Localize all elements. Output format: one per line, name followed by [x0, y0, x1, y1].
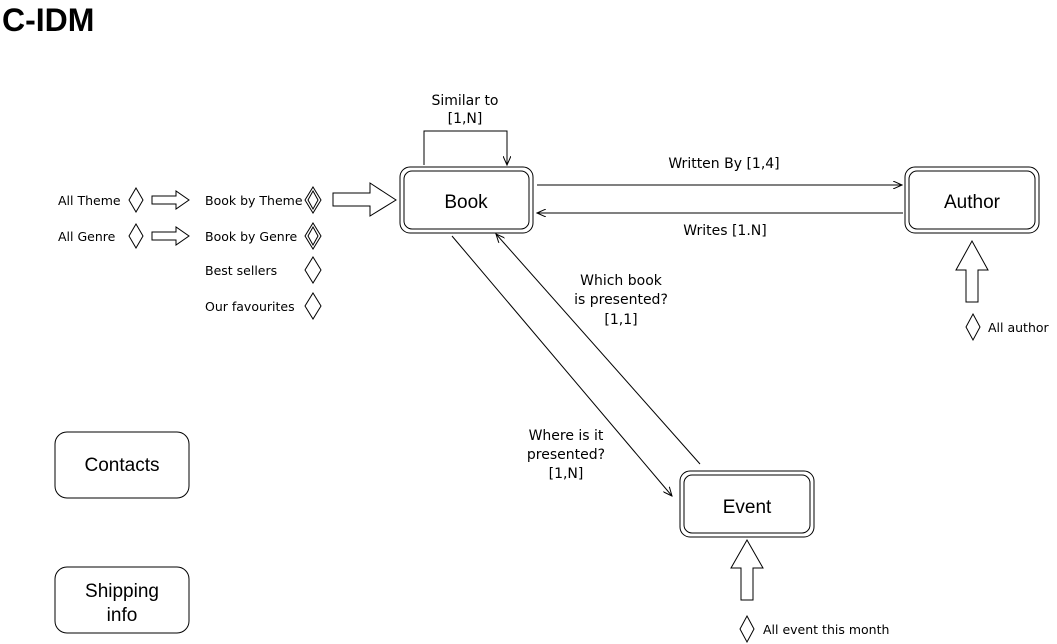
diagram-title: C-IDM [2, 2, 94, 38]
access-all-theme[interactable]: All Theme [58, 187, 190, 213]
access-all-theme-label: All Theme [58, 193, 121, 208]
diamond-icon [739, 614, 755, 644]
diamond-icon [128, 223, 144, 249]
access-book-by-genre[interactable]: Book by Genre [205, 222, 322, 250]
landmark-arrow-icon [332, 182, 397, 217]
diamond-icon [304, 292, 322, 320]
access-all-genre-label: All Genre [58, 229, 116, 244]
node-author[interactable]: Author [904, 166, 1040, 234]
access-our-favourites[interactable]: Our favourites [205, 292, 322, 320]
edge-which-book-label-line2: is presented? [574, 292, 668, 308]
edge-where-label-line3: [1,N] [549, 466, 584, 482]
node-shipping-label-line1: Shipping [85, 581, 159, 602]
edge-similar-to-label-line1: Similar to [431, 93, 498, 109]
access-book-by-genre-label: Book by Genre [205, 229, 298, 244]
double-diamond-icon [304, 222, 322, 250]
edge-writes-label: Writes [1.N] [683, 223, 766, 239]
access-all-event-label: All event this month [763, 622, 889, 637]
edge-which-book-label-line1: Which book [580, 273, 663, 289]
double-diamond-icon [304, 186, 322, 214]
node-contacts[interactable]: Contacts [54, 431, 190, 499]
hollow-arrow-icon [151, 226, 190, 246]
landmark-arrow-up-icon [955, 239, 989, 303]
access-best-sellers[interactable]: Best sellers [205, 256, 322, 284]
node-contacts-label: Contacts [85, 455, 160, 476]
edge-writes: Writes [1.N] [537, 213, 903, 239]
node-book-label: Book [444, 192, 488, 213]
node-book[interactable]: Book [399, 166, 534, 234]
access-all-author[interactable]: All author [965, 312, 1050, 342]
edge-written-by-label: Written By [1,4] [668, 156, 779, 172]
node-author-label: Author [944, 192, 1001, 213]
edge-which-book-label-line3: [1,1] [604, 312, 637, 328]
edge-which-book: Which book is presented? [1,1] [496, 234, 701, 465]
node-event-label: Event [723, 497, 772, 518]
node-event[interactable]: Event [679, 470, 815, 538]
access-book-by-theme[interactable]: Book by Theme [205, 186, 322, 214]
edge-where-label-line2: presented? [527, 447, 605, 463]
access-book-by-theme-label: Book by Theme [205, 193, 303, 208]
access-all-author-label: All author [988, 320, 1050, 335]
access-all-event[interactable]: All event this month [739, 614, 889, 644]
node-shipping-label-line2: info [107, 605, 138, 626]
diamond-icon [965, 312, 981, 342]
edge-where-presented: Where is it presented? [1,N] [451, 235, 672, 496]
access-our-favourites-label: Our favourites [205, 299, 295, 314]
landmark-arrow-up-icon [730, 538, 764, 601]
edge-written-by: Written By [1,4] [537, 156, 902, 185]
access-all-genre[interactable]: All Genre [58, 223, 190, 249]
edge-where-label-line1: Where is it [529, 428, 604, 444]
edge-similar-to-label-line2: [1,N] [448, 111, 483, 127]
diamond-icon [128, 187, 144, 213]
hollow-arrow-icon [151, 190, 190, 210]
edge-similar-to: Similar to [1,N] [423, 93, 507, 165]
access-best-sellers-label: Best sellers [205, 263, 277, 278]
diamond-icon [304, 256, 322, 284]
node-shipping-info[interactable]: Shipping info [54, 566, 190, 634]
